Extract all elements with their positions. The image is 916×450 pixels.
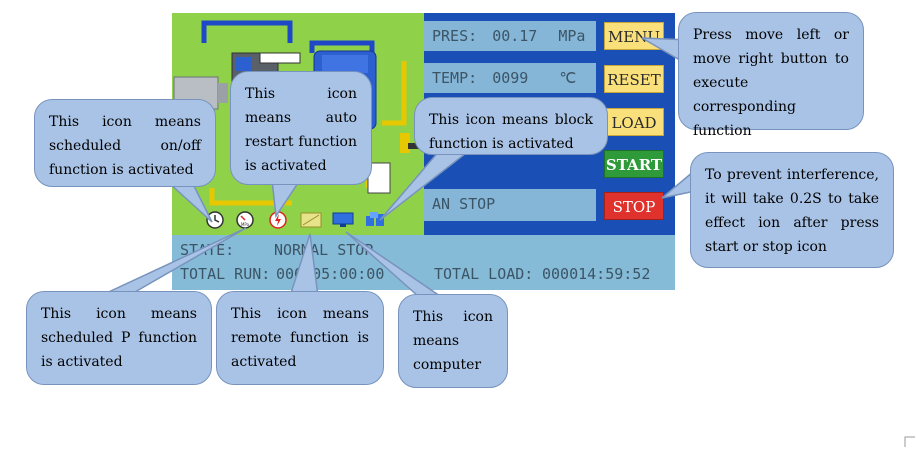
start-button[interactable]: START	[604, 150, 664, 178]
reset-button[interactable]: RESET	[604, 65, 664, 93]
computer-icon	[332, 212, 354, 230]
callout-start-stop: To prevent interference, it will take 0.…	[690, 152, 894, 268]
callout-menu-buttons: Press move left or move right button to …	[678, 12, 864, 139]
callout-remote: This icon means remote function is activ…	[216, 291, 384, 385]
callout-scheduled-onoff: This icon means scheduled on/off functio…	[34, 99, 216, 187]
pressure-value: 00.17	[492, 27, 538, 45]
temperature-label: TEMP:	[432, 69, 478, 87]
block-icon	[364, 210, 384, 228]
callout-computer: This icon means computer	[398, 294, 508, 388]
pressure-readout: PRES: 00.17 MPa	[424, 21, 596, 51]
callout-scheduled-p: This icon means scheduled P function is …	[26, 291, 212, 385]
pressure-gauge-icon: MPa	[235, 210, 255, 229]
total-run-label: TOTAL RUN:	[180, 265, 271, 283]
menu-button[interactable]: MENU	[604, 22, 664, 50]
svg-text:MPa: MPa	[241, 222, 250, 227]
temperature-readout: TEMP: 0099 ℃	[424, 63, 596, 93]
clock-icon	[205, 210, 225, 229]
total-run-value: 000005:00:00	[276, 265, 385, 283]
page-corner-mark	[904, 436, 915, 447]
state-value: NORMAL STOP	[274, 241, 374, 259]
temperature-unit: ℃	[559, 69, 577, 87]
auto-restart-icon	[268, 210, 288, 229]
temperature-value: 0099	[492, 69, 529, 87]
remote-icon	[300, 212, 322, 230]
total-load-label: TOTAL LOAD:	[434, 265, 534, 283]
callout-auto-restart: This icon means auto restart function is…	[230, 71, 372, 185]
pressure-unit: MPa	[558, 27, 586, 45]
pressure-label: PRES:	[432, 27, 478, 45]
total-load-value: 000014:59:52	[542, 265, 651, 283]
run-message: AN STOP	[424, 189, 596, 221]
state-label: STATE:	[180, 241, 235, 259]
callout-block: This icon means block function is activa…	[414, 97, 608, 155]
load-button[interactable]: LOAD	[604, 108, 664, 136]
stop-button[interactable]: STOP	[604, 192, 664, 220]
status-bar: STATE: NORMAL STOP TOTAL RUN: 000005:00:…	[172, 235, 675, 290]
